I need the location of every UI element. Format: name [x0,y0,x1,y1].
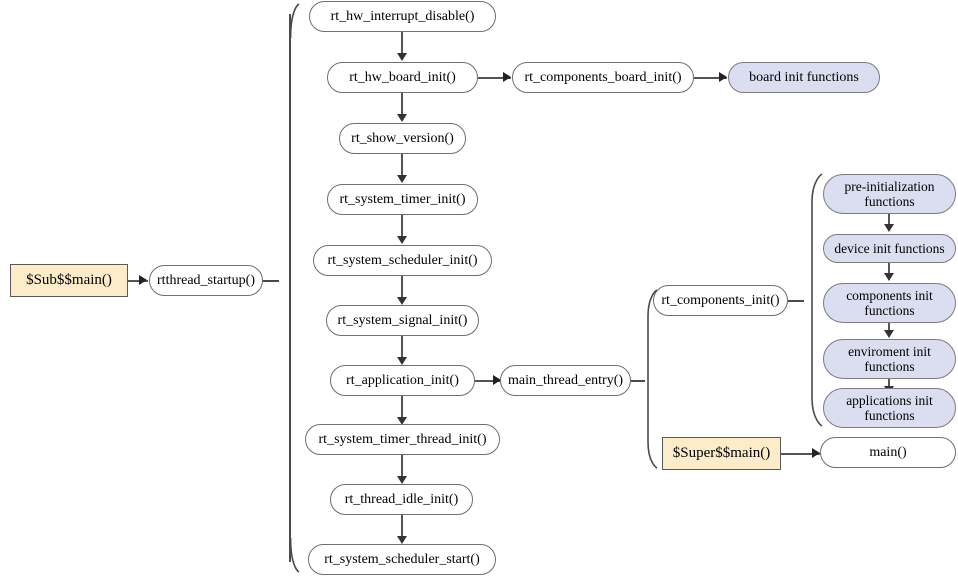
edge-mainthread-to-brace [631,380,645,382]
node-components-board-init-label: rt_components_board_init() [524,69,682,85]
node-init-func-4-label: applications init functions [846,392,933,423]
node-startup-9-label: rt_system_scheduler_start() [324,551,480,567]
arrowhead-startup-2-3 [397,175,407,183]
node-startup-6-label: rt_application_init() [346,372,459,388]
edge-components-to-boardfuncs [694,76,727,79]
node-startup-2[interactable]: rt_show_version() [339,123,466,154]
arrowhead-startup-6-7 [397,417,407,425]
node-startup-1-label: rt_hw_board_init() [349,69,456,85]
edge-init-1-2 [888,263,890,275]
edge-startup-5-6 [401,336,403,358]
brace-startup-stem [289,14,291,562]
edge-startup-6-7 [401,396,403,418]
arrowhead-startup-7-8 [397,476,407,484]
node-main-thread-entry-label: main_thread_entry() [507,372,624,388]
node-init-func-3[interactable]: enviroment init functions [823,339,956,379]
edge-startup-0-1 [401,32,403,54]
edge-startup-3-4 [401,215,403,237]
brace-startup-curves [289,3,300,573]
edge-startup-1-2 [401,93,403,115]
node-super-main-label: $Super$$main() [672,445,771,462]
node-board-init-functions[interactable]: board init functions [728,62,880,93]
node-startup-4[interactable]: rt_system_scheduler_init() [313,245,492,276]
brace-startup-chain [279,2,301,574]
node-startup-1[interactable]: rt_hw_board_init() [327,62,478,93]
edge-componentsinit-to-brace [788,300,804,302]
node-components-init[interactable]: rt_components_init() [653,285,788,316]
edge-startup-7-8 [401,455,403,477]
node-sub-main-label: $Sub$$main() [26,272,112,289]
brace-app-branch-curves [647,289,658,469]
node-main-label: main() [869,444,907,460]
brace-init-functions-curves [811,173,823,427]
node-startup-2-label: rt_show_version() [351,130,454,146]
node-init-func-0[interactable]: pre-initialization functions [823,174,956,214]
arrowhead-startup-0-1 [397,53,407,61]
arrowhead-startup-3-4 [397,236,407,244]
arrowhead-components-to-boardfuncs [719,72,727,82]
node-startup-0[interactable]: rt_hw_interrupt_disable() [309,1,496,32]
edge-startup-8-9 [401,515,403,537]
node-init-func-2-label: components init functions [846,287,933,318]
node-init-func-0-label: pre-initialization functions [844,178,935,209]
arrowhead-submain-to-startup [139,275,147,285]
edge-startup-2-3 [401,154,403,176]
arrowhead-init-1-2 [884,273,894,281]
edge-init-0-1 [888,214,890,226]
edge-supermain-to-main [781,452,820,455]
edge-init-2-3 [888,323,890,332]
arrowhead-init-0-1 [884,224,894,232]
node-init-func-1[interactable]: device init functions [823,234,956,263]
edge-startup-4-5 [401,276,403,298]
arrowhead-startup-1-2 [397,114,407,122]
arrowhead-init-2-3 [884,330,894,338]
node-startup-3-label: rt_system_timer_init() [339,191,466,207]
arrowhead-appinit-to-mainthread [493,375,501,385]
node-super-main[interactable]: $Super$$main() [662,437,781,470]
node-startup-3[interactable]: rt_system_timer_init() [327,184,478,215]
arrowhead-startup-4-5 [397,297,407,305]
node-startup-5[interactable]: rt_system_signal_init() [326,305,479,336]
edge-startup-to-brace [263,280,279,282]
node-init-func-4[interactable]: applications init functions [823,388,956,428]
node-rtthread-startup[interactable]: rtthread_startup() [149,265,263,296]
arrowhead-boardinit-to-components [503,72,511,82]
arrowhead-startup-8-9 [397,536,407,544]
node-init-func-3-label: enviroment init functions [848,343,931,374]
node-init-func-1-label: device init functions [834,240,945,256]
node-startup-8-label: rt_thread_idle_init() [344,491,459,507]
edge-appinit-to-mainthread [475,379,501,382]
edge-boardinit-to-components [478,76,511,79]
edge-submain-to-startup [128,279,148,282]
node-startup-7-label: rt_system_timer_thread_init() [318,431,487,447]
node-components-init-label: rt_components_init() [661,292,780,308]
node-components-board-init[interactable]: rt_components_board_init() [512,62,694,93]
node-startup-5-label: rt_system_signal_init() [337,312,468,328]
node-rtthread-startup-label: rtthread_startup() [157,272,255,288]
node-init-func-2[interactable]: components init functions [823,283,956,323]
edge-init-3-4 [888,379,890,388]
node-startup-8[interactable]: rt_thread_idle_init() [330,484,473,515]
node-startup-0-label: rt_hw_interrupt_disable() [330,8,475,24]
node-startup-7[interactable]: rt_system_timer_thread_init() [305,424,500,455]
node-board-init-functions-label: board init functions [749,69,859,85]
node-main[interactable]: main() [820,437,956,468]
brace-init-functions [802,172,824,428]
brace-app-branch [639,288,659,470]
node-sub-main[interactable]: $Sub$$main() [10,264,128,297]
arrowhead-startup-5-6 [397,357,407,365]
node-startup-9[interactable]: rt_system_scheduler_start() [308,544,496,575]
node-startup-4-label: rt_system_scheduler_init() [327,252,478,268]
node-main-thread-entry[interactable]: main_thread_entry() [500,365,631,396]
node-startup-6[interactable]: rt_application_init() [330,365,475,396]
arrowhead-supermain-to-main [812,448,820,458]
